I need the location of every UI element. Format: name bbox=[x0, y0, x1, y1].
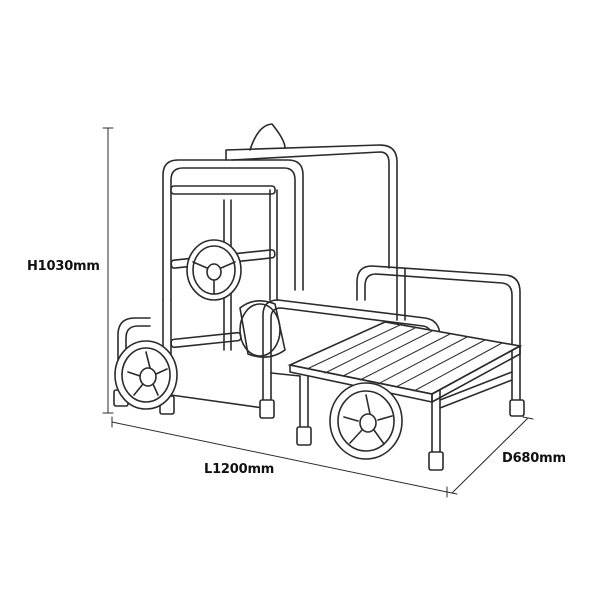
front-wheel bbox=[113, 317, 178, 410]
steering-wheel bbox=[186, 239, 242, 301]
height-label: H1030mm bbox=[27, 259, 100, 274]
depth-dimension-line bbox=[446, 416, 534, 495]
height-dimension-line bbox=[102, 127, 114, 414]
deck-planks bbox=[287, 321, 523, 403]
drum bbox=[239, 300, 286, 358]
rear-wheel bbox=[329, 382, 403, 460]
cab-frame bbox=[159, 123, 398, 415]
length-label: L1200mm bbox=[204, 462, 275, 477]
depth-label: D680mm bbox=[502, 451, 566, 466]
